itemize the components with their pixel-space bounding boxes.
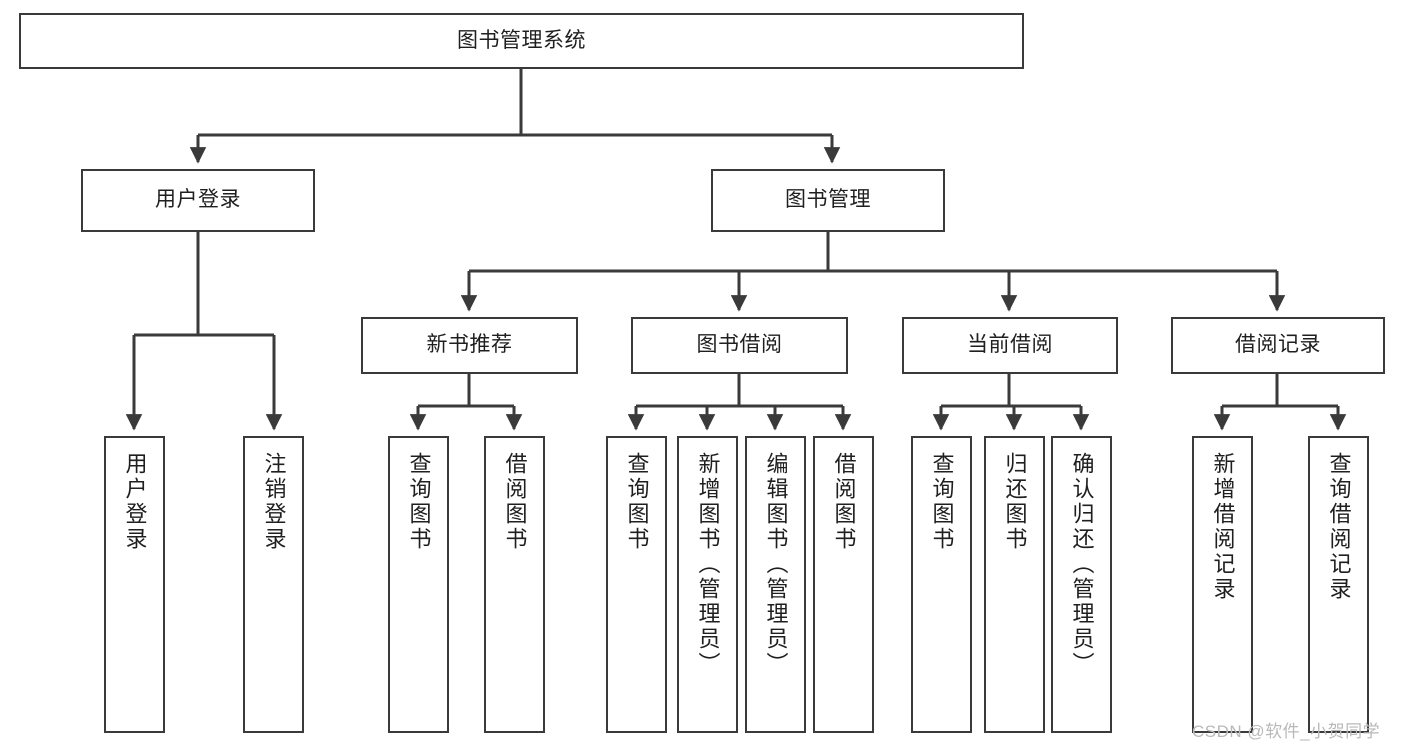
node-leaf-add-record-label: 新增借阅记录 [1210,452,1236,602]
node-book-borrow[interactable]: 图书借阅 [631,317,848,374]
node-leaf-add-book-label: 新增图书（管理员） [695,452,721,677]
node-new-book-rec-label: 新书推荐 [426,333,513,357]
node-leaf-return-book-label: 归还图书 [1002,452,1028,552]
node-leaf-user-login[interactable]: 用户登录 [104,436,165,733]
node-book-borrow-label: 图书借阅 [696,333,783,357]
node-leaf-query-book-3-label: 查询图书 [929,452,955,552]
node-leaf-logout-label: 注销登录 [261,452,287,552]
node-leaf-query-record-label: 查询借阅记录 [1326,452,1352,602]
node-leaf-query-book-3[interactable]: 查询图书 [911,436,972,733]
node-current-borrow-label: 当前借阅 [967,333,1053,357]
node-leaf-query-book-1[interactable]: 查询图书 [388,436,449,733]
node-book-manage-label: 图书管理 [785,188,871,212]
node-leaf-query-book-1-label: 查询图书 [406,452,432,552]
node-current-borrow[interactable]: 当前借阅 [902,317,1118,374]
watermark: CSDN @软件_小贺同学 [1192,722,1381,741]
node-leaf-add-book[interactable]: 新增图书（管理员） [677,436,738,733]
node-leaf-edit-book[interactable]: 编辑图书（管理员） [745,436,806,733]
node-leaf-logout[interactable]: 注销登录 [243,436,304,733]
node-leaf-edit-book-label: 编辑图书（管理员） [763,452,789,677]
node-user-login-label: 用户登录 [155,188,241,212]
node-leaf-confirm-return[interactable]: 确认归还（管理员） [1051,436,1112,733]
node-leaf-return-book[interactable]: 归还图书 [984,436,1045,733]
node-leaf-query-record[interactable]: 查询借阅记录 [1308,436,1369,733]
node-leaf-add-record[interactable]: 新增借阅记录 [1192,436,1253,733]
node-leaf-confirm-return-label: 确认归还（管理员） [1069,452,1095,677]
node-leaf-borrow-book-2-label: 借阅图书 [831,452,857,552]
node-leaf-borrow-book-1-label: 借阅图书 [502,452,528,552]
node-leaf-query-book-2[interactable]: 查询图书 [606,436,667,733]
node-leaf-user-login-label: 用户登录 [122,452,148,552]
node-new-book-rec[interactable]: 新书推荐 [361,317,578,374]
node-borrow-record-label: 借阅记录 [1235,333,1321,357]
node-root-label: 图书管理系统 [457,28,586,52]
node-leaf-borrow-book-2[interactable]: 借阅图书 [813,436,874,733]
node-leaf-query-book-2-label: 查询图书 [624,452,650,552]
node-borrow-record[interactable]: 借阅记录 [1171,317,1385,374]
node-book-manage[interactable]: 图书管理 [711,169,945,232]
node-user-login[interactable]: 用户登录 [81,169,315,232]
node-root[interactable]: 图书管理系统 [19,13,1024,69]
node-leaf-borrow-book-1[interactable]: 借阅图书 [484,436,545,733]
